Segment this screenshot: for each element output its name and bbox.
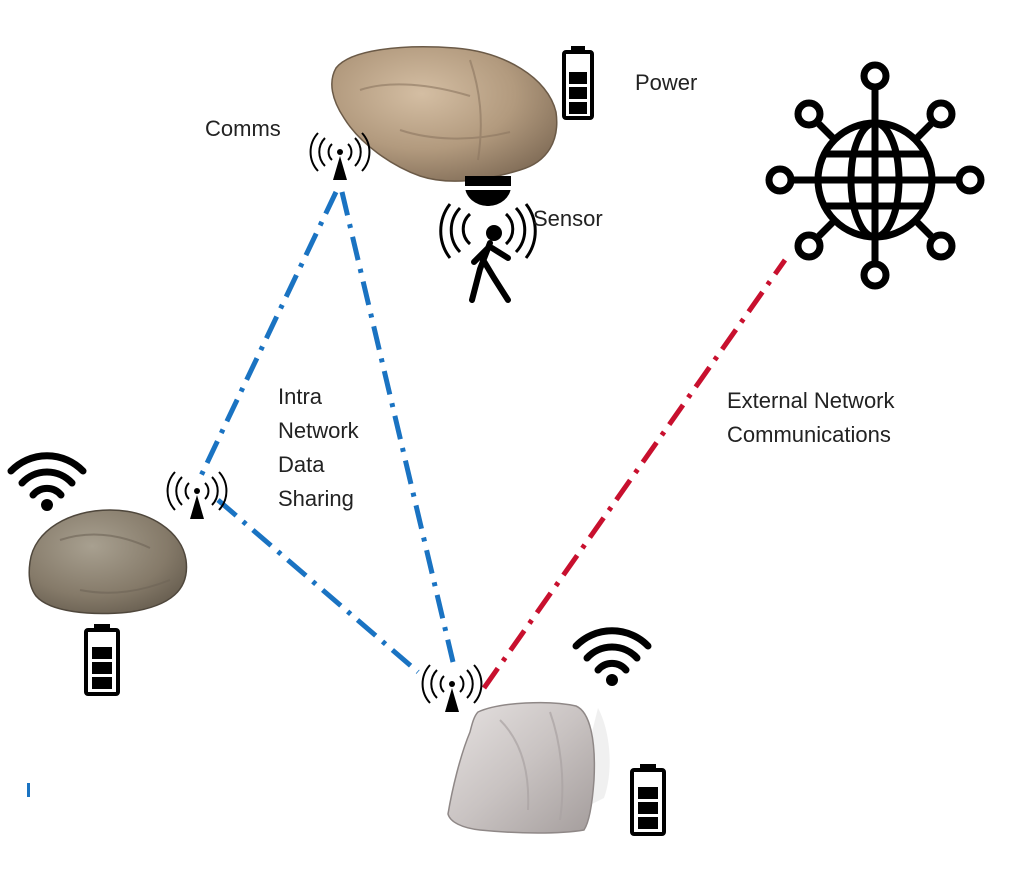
- external-label-line: Communications: [727, 422, 891, 447]
- top-rock-image: [331, 46, 558, 182]
- intra-label-line: Data: [278, 452, 325, 477]
- comms-antenna-icon-top: [309, 132, 371, 180]
- intra-network-data-sharing-label: Intra Network Data Sharing: [278, 380, 359, 516]
- globe-network-icon: [765, 61, 985, 290]
- wifi-icon-left: [7, 452, 87, 511]
- intra-label-line: Intra: [278, 384, 323, 409]
- bottom-rock-image: [447, 701, 610, 834]
- motion-sensor-person-icon: [439, 176, 537, 303]
- intra-label-line: Network: [278, 418, 359, 443]
- link-comms-to-bottom-node: [339, 191, 456, 663]
- external-network-communications-label: External Network Communications: [727, 384, 895, 452]
- comms-antenna-icon-bottom: [421, 664, 483, 712]
- wifi-icon-bottom: [572, 627, 652, 686]
- left-rock-image: [28, 509, 188, 615]
- battery-icon-top: [562, 46, 594, 120]
- power-label: Power: [635, 70, 698, 95]
- battery-icon-bottom: [630, 764, 666, 836]
- external-label-line: External Network: [727, 388, 895, 413]
- edge-mark: [27, 783, 30, 797]
- external-network-link: [481, 258, 788, 690]
- sensor-label: Sensor: [533, 206, 603, 231]
- intra-network-links: [195, 190, 456, 674]
- comms-antenna-icon-left: [166, 471, 228, 519]
- battery-icon-left: [84, 624, 120, 696]
- link-left-to-bottom-node: [216, 498, 420, 674]
- link-comms-to-left-node: [195, 190, 339, 484]
- intra-label-line: Sharing: [278, 486, 354, 511]
- comms-label: Comms: [205, 116, 281, 141]
